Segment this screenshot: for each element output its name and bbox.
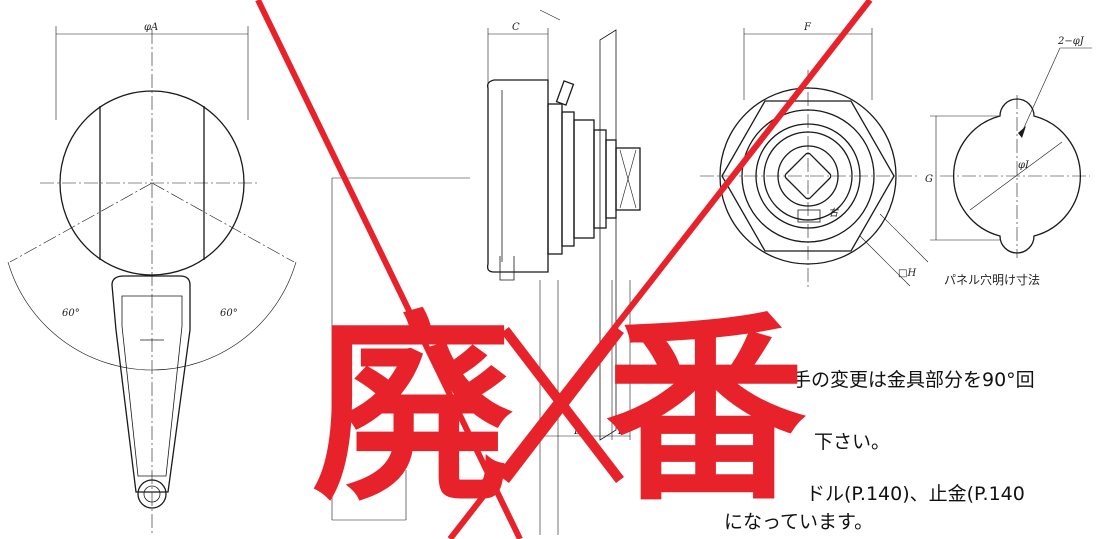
dim-h-square: □H <box>898 268 916 279</box>
discontinued-stamp: 廃 番 <box>255 0 873 539</box>
panel-cutout-view <box>930 47 1092 258</box>
note-line-1: 手の変更は金具部分を90°回 <box>792 369 1035 391</box>
side-view <box>331 9 641 535</box>
rotation-mark: 右 <box>828 207 840 219</box>
stamp-char-1: 廃 <box>312 295 513 528</box>
note-line-2: 下さい。 <box>814 431 890 453</box>
note-line-4: になっています。 <box>724 511 873 533</box>
dim-angle-right: 60° <box>220 308 238 319</box>
dim-c: C <box>512 22 520 33</box>
rear-view <box>700 28 929 290</box>
dim-g: G <box>925 174 933 185</box>
dim-f: F <box>803 22 812 33</box>
panel-cutout-label: パネル穴明け寸法 <box>944 272 1040 287</box>
stamp-char-2: 番 <box>606 295 806 528</box>
dim-e: E <box>617 426 626 437</box>
dim-2-phi-j: 2−φJ <box>1057 36 1085 47</box>
note-line-3: ドル(P.140)、止金(P.140 <box>806 483 1025 505</box>
dim-angle-left: 60° <box>62 308 80 319</box>
dim-phi-i: φI <box>1018 160 1030 171</box>
dim-phi-a: φA <box>144 22 158 33</box>
handle-front-view <box>7 26 297 535</box>
